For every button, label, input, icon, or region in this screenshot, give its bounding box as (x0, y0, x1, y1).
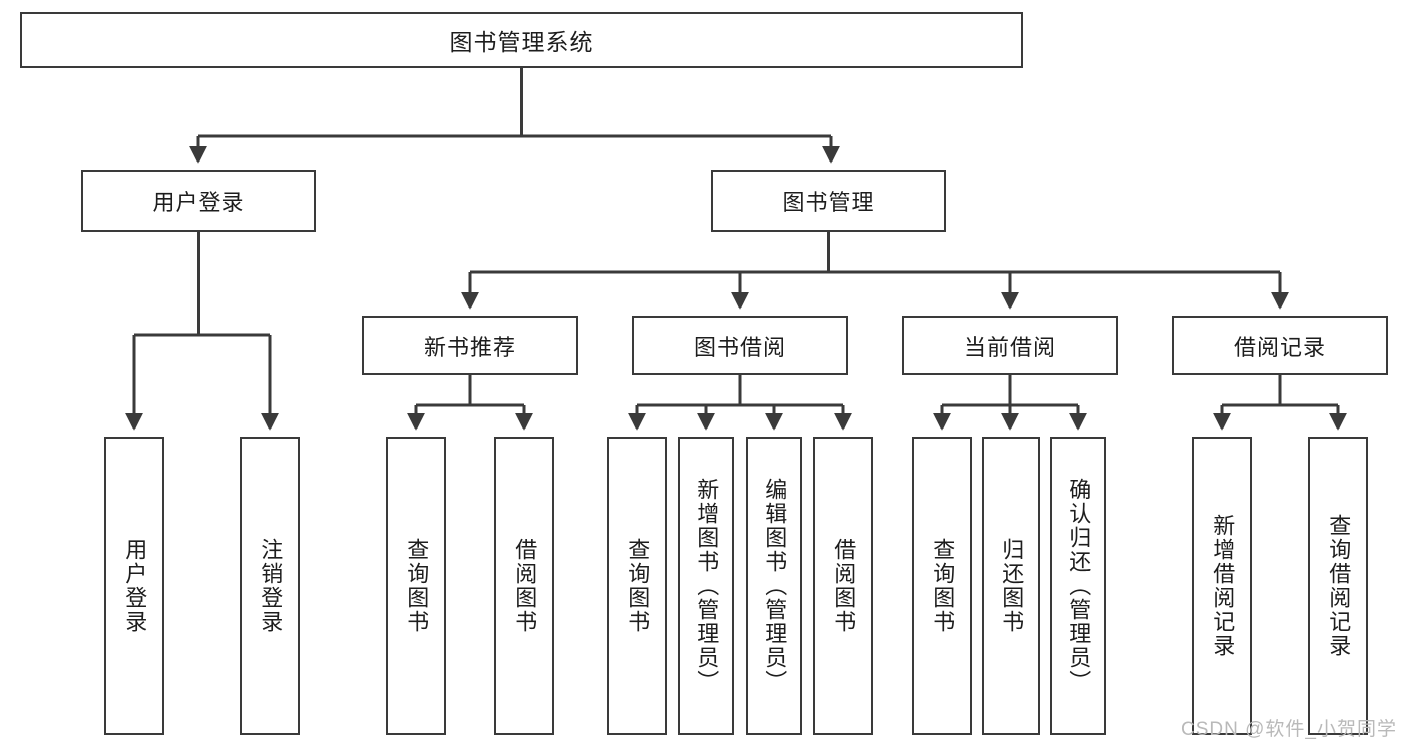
node-label: 注销登录 (258, 538, 284, 634)
node-label: 用户登录 (122, 538, 148, 634)
node-root-book-management-system[interactable]: 图书管理系统 (20, 12, 1023, 68)
node-label: 编辑图书（管理员） (762, 478, 788, 694)
node-label: 确认归还（管理员） (1066, 478, 1092, 694)
leaf-borrow-book[interactable]: 借阅图书 (813, 437, 873, 735)
leaf-confirm-return-admin[interactable]: 确认归还（管理员） (1050, 437, 1106, 735)
leaf-query-borrow-record[interactable]: 查询借阅记录 (1308, 437, 1368, 735)
node-label: 用户登录 (152, 190, 245, 215)
node-label: 查询图书 (930, 538, 956, 634)
node-label: 借阅图书 (831, 538, 857, 634)
node-label: 查询图书 (625, 538, 651, 634)
node-label: 归还图书 (999, 538, 1025, 634)
node-label: 图书管理系统 (449, 29, 594, 55)
node-user-login[interactable]: 用户登录 (81, 170, 316, 232)
leaf-logout[interactable]: 注销登录 (240, 437, 300, 735)
node-book-borrow[interactable]: 图书借阅 (632, 316, 848, 375)
leaf-edit-book-admin[interactable]: 编辑图书（管理员） (746, 437, 802, 735)
node-borrow-record[interactable]: 借阅记录 (1172, 316, 1388, 375)
node-label: 图书借阅 (693, 334, 786, 360)
watermark-text: CSDN @软件_小贺同学 (1181, 719, 1397, 740)
leaf-add-book-admin[interactable]: 新增图书（管理员） (678, 437, 734, 735)
leaf-query-book-borrow[interactable]: 查询图书 (607, 437, 667, 735)
leaf-user-login[interactable]: 用户登录 (104, 437, 164, 735)
leaf-return-book[interactable]: 归还图书 (982, 437, 1040, 735)
node-label: 查询图书 (404, 538, 430, 634)
node-label: 借阅图书 (512, 538, 538, 634)
node-label: 图书管理 (782, 190, 875, 215)
node-label: 新书推荐 (423, 334, 516, 360)
node-label: 借阅记录 (1233, 334, 1326, 360)
node-label: 新增借阅记录 (1210, 514, 1236, 658)
node-new-book-recommend[interactable]: 新书推荐 (362, 316, 578, 375)
node-book-management[interactable]: 图书管理 (711, 170, 946, 232)
node-current-borrow[interactable]: 当前借阅 (902, 316, 1118, 375)
leaf-query-book-new[interactable]: 查询图书 (386, 437, 446, 735)
leaf-query-book-current[interactable]: 查询图书 (912, 437, 972, 735)
leaf-add-borrow-record[interactable]: 新增借阅记录 (1192, 437, 1252, 735)
node-label: 当前借阅 (963, 334, 1056, 360)
node-label: 新增图书（管理员） (694, 478, 720, 694)
node-label: 查询借阅记录 (1326, 514, 1352, 658)
leaf-borrow-book-new[interactable]: 借阅图书 (494, 437, 554, 735)
